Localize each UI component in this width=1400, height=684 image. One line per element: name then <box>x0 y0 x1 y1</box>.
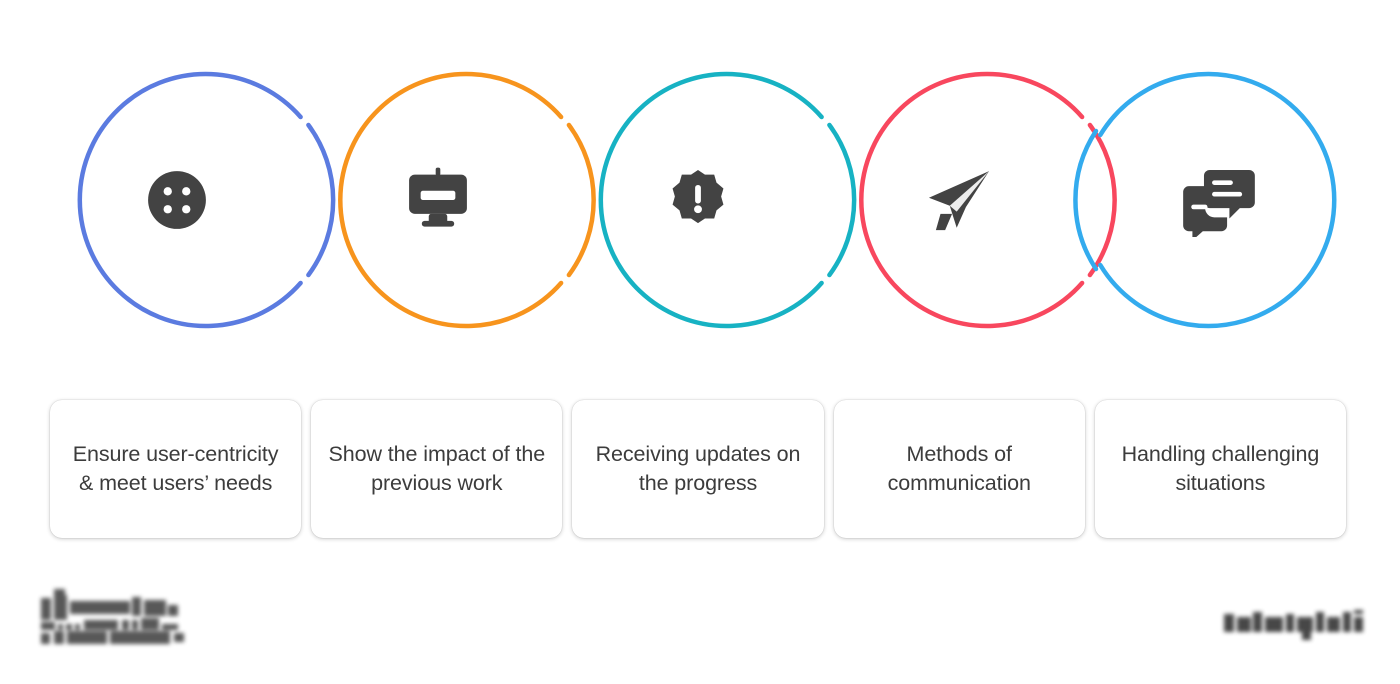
caption-box-4[interactable]: Methods of communication <box>833 400 1085 538</box>
caption-box-1[interactable]: Ensure user-centricity & meet users’ nee… <box>50 400 302 538</box>
caption-box-2[interactable]: Show the impact of the previous work <box>311 400 563 538</box>
paper-plane-send-icon <box>922 163 996 237</box>
caption-label-2: Show the impact of the previous work <box>328 442 546 495</box>
circle-3-arc <box>598 71 824 329</box>
circle-2-arc <box>338 71 564 329</box>
right-organisation-logo <box>1222 606 1374 640</box>
caption-label-4: Methods of communication <box>887 442 1031 495</box>
circle-4-lens-arc <box>1087 122 1117 278</box>
left-organisation-logo <box>40 586 210 644</box>
circle-5-lens-arc <box>1073 128 1099 272</box>
progress-gear-icon <box>661 163 735 237</box>
circle-5-arc <box>1098 71 1337 329</box>
circle-4-arc <box>859 71 1085 329</box>
caption-box-5[interactable]: Handling challenging situations <box>1094 400 1347 538</box>
circle-3-lens-arc <box>827 122 857 278</box>
caption-label-5: Handling challenging situations <box>1121 442 1320 495</box>
caption-box-3[interactable]: Receiving updates on the progress <box>572 400 824 538</box>
circle-1-arc <box>77 71 303 329</box>
circle-1-lens-arc <box>306 122 336 278</box>
caption-label-1: Ensure user-centricity & meet users’ nee… <box>72 442 279 495</box>
circle-2-lens-arc <box>566 122 596 278</box>
caption-label-3: Receiving updates on the progress <box>595 442 801 495</box>
overlapping-circles-svg <box>77 71 1337 329</box>
caption-row: Ensure user-centricity & meet users’ nee… <box>50 400 1347 538</box>
circles-layer <box>77 71 1337 329</box>
chat-bubbles-icon <box>1182 163 1256 237</box>
users-group-icon <box>140 163 214 237</box>
presentation-chart-icon <box>401 163 475 237</box>
